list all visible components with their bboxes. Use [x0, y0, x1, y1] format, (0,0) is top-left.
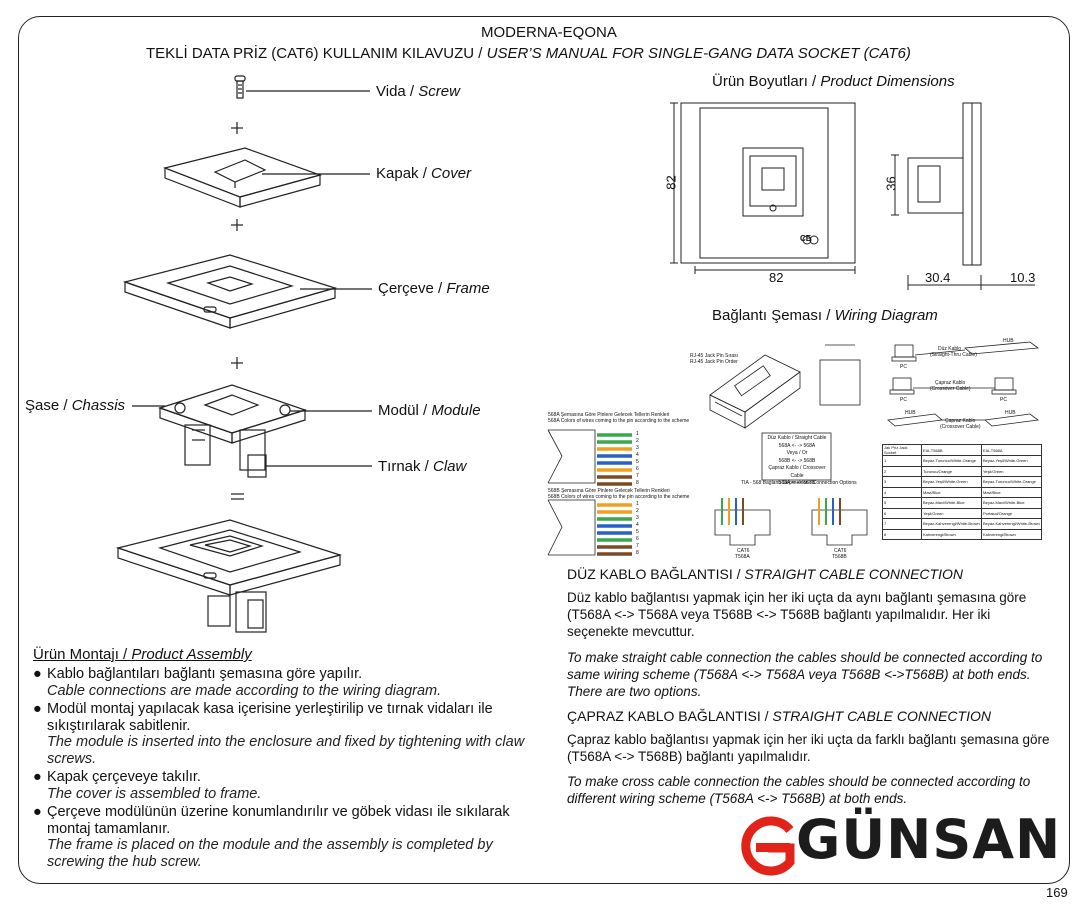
label-module: Modül / Module — [378, 402, 481, 419]
chassis-module-drawing — [158, 384, 307, 478]
crossover-2: (Crossover Cable) — [940, 424, 981, 430]
list-item: ●Kapak çerçeveye takılır.The cover is as… — [33, 769, 262, 802]
pc-label-2: PC — [900, 397, 907, 403]
assembled-drawing — [115, 519, 343, 633]
page-border — [18, 16, 1070, 884]
wiring-title: Bağlantı Şeması / Wiring Diagram — [712, 307, 938, 324]
cross-body-en: To make cross cable connection the cable… — [567, 774, 1031, 806]
pin-sirasi: RJ-45 Jack Pin Sırası — [690, 353, 739, 359]
dim-depth2: 10.3 — [1010, 270, 1036, 285]
label-screw: Vida / Screw — [376, 83, 460, 100]
straight-heading: DÜZ KABLO BAĞLANTISI / STRAIGHT CABLE CO… — [567, 566, 963, 582]
pc-label: PC — [900, 364, 907, 370]
straight-thru: (Straight-Thru Cable) — [930, 352, 977, 358]
cross-heading: ÇAPRAZ KABLO BAĞLANTISI / STRAIGHT CABLE… — [567, 708, 991, 724]
gunsan-logo: GÜNSAN — [796, 808, 1062, 871]
cat6-a: CAT6 — [737, 548, 750, 554]
ce-mark: CE — [800, 234, 812, 243]
label-cover: Kapak / Cover — [376, 165, 472, 182]
hub-label-2: HUB — [905, 410, 916, 416]
hub-label: HUB — [1003, 338, 1014, 344]
t568a-tr: 568A Şemasına Göre Pinlere Gelecek Telle… — [548, 412, 670, 418]
page-number: 169 — [1046, 885, 1068, 900]
pin-order: RJ-45 Jack Pin Order — [690, 359, 738, 365]
dim-width: 82 — [769, 270, 784, 285]
cat6-b: CAT6 — [834, 548, 847, 554]
t568a-en: 568A Colors of wires coming to the pin a… — [548, 418, 690, 424]
t568b-label: T568B — [832, 554, 847, 560]
hub-label-3: HUB — [1005, 410, 1016, 416]
list-item: ●Çerçeve modülünün üzerine konumlandırıl… — [33, 804, 510, 870]
screw-drawing — [234, 75, 246, 99]
frame-drawing — [122, 254, 338, 329]
straight-body-tr: Düz kablo bağlantısı yapmak için her iki… — [567, 590, 1027, 639]
t568a-label: T568A — [735, 554, 750, 560]
dim-depth1: 30.4 — [925, 270, 951, 285]
crossover: (Crossover Cable) — [930, 386, 971, 392]
cover-drawing — [163, 147, 322, 208]
dimensions-title: Ürün Boyutları / Product Dimensions — [712, 73, 955, 90]
capraz-kablo-2: Çapraz Kablo — [945, 418, 976, 424]
label-chassis: Şase / Chassis — [25, 397, 126, 414]
duz-kablo: Düz Kablo — [938, 346, 962, 352]
label-claw: Tırnak / Claw — [378, 458, 467, 475]
assembly-heading: Ürün Montajı / Product Assembly — [33, 646, 252, 663]
cross-body-tr: Çapraz kablo bağlantısı yapmak için her … — [567, 732, 1050, 764]
manual-title: TEKLİ DATA PRİZ (CAT6) KULLANIM KILAVUZU… — [146, 45, 911, 62]
straight-body-en: To make straight cable connection the ca… — [567, 650, 1043, 699]
label-frame: Çerçeve / Frame — [378, 280, 490, 297]
assembly-list: ●Kablo bağlantıları bağlantı şemasına gö… — [33, 666, 533, 870]
t568b-tr: 568B Şemasına Göre Pinlere Gelecek Telle… — [548, 488, 670, 494]
capraz-kablo: Çapraz Kablo — [935, 380, 966, 386]
list-item: ●Kablo bağlantıları bağlantı şemasına gö… — [33, 666, 442, 699]
list-item: ●Modül montaj yapılacak kasa içerisine y… — [33, 701, 525, 767]
brand-line: MODERNA-EQONA — [481, 24, 617, 41]
pc-label-3: PC — [1000, 397, 1007, 403]
t568b-en: 568B Colors of wires coming to the pin a… — [548, 494, 690, 500]
tia-title: TIA - 568 Bağlantı Seçenekleri / Connect… — [741, 480, 857, 486]
